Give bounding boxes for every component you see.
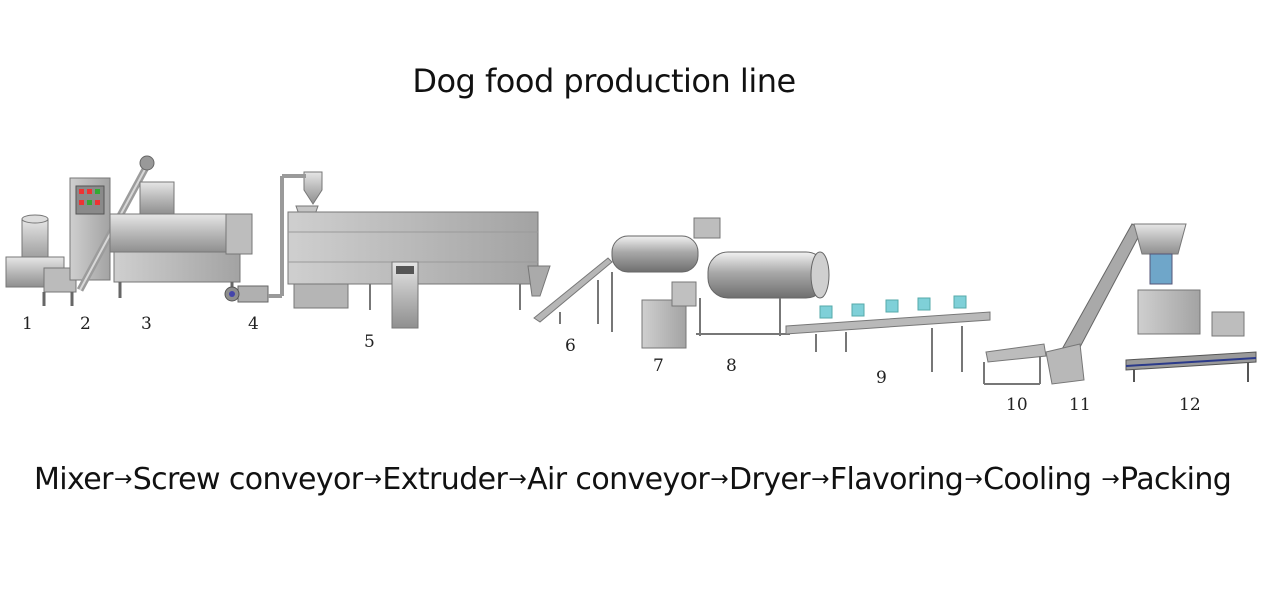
station-number: 1 — [22, 314, 33, 334]
station-number: 4 — [248, 314, 259, 334]
machine-dryer — [282, 171, 551, 329]
machine-vibrating-sieve — [983, 343, 1047, 385]
machine-cooling-conveyor — [785, 295, 991, 372]
arrow-right-icon: → — [363, 467, 382, 492]
station-number: 11 — [1069, 395, 1091, 415]
machine-mixer — [5, 214, 77, 306]
station-number: 2 — [80, 314, 91, 334]
machine-air-conveyor — [224, 176, 284, 303]
flow-step: Screw conveyor — [132, 462, 363, 497]
page-title: Dog food production line — [412, 62, 796, 100]
flow-step: Dryer — [728, 462, 811, 497]
flow-step: Extruder — [382, 462, 508, 497]
station-number: 12 — [1179, 395, 1201, 415]
machine-elevator-conveyor — [533, 257, 613, 324]
machine-flavoring-drum — [611, 235, 830, 336]
arrow-right-icon: → — [710, 467, 728, 492]
station-number: 10 — [1006, 395, 1028, 415]
station-number: 6 — [565, 336, 576, 356]
machine-flavoring — [641, 217, 721, 349]
machine-packing — [1125, 223, 1257, 382]
station-number: 3 — [141, 314, 152, 334]
flow-step: Mixer — [34, 462, 113, 497]
flow-step: Cooling — [983, 462, 1092, 497]
arrow-right-icon: → — [508, 467, 527, 492]
station-number: 9 — [876, 368, 887, 388]
station-number: 5 — [364, 332, 375, 352]
arrow-right-icon: → — [964, 467, 983, 492]
flow-step: Packing — [1120, 462, 1232, 497]
process-flow: Mixer→Screw conveyor→Extruder→Air convey… — [34, 462, 1232, 497]
flow-step: Flavoring — [829, 462, 964, 497]
arrow-right-icon: → — [810, 467, 829, 492]
arrow-right-icon: → — [113, 467, 132, 492]
station-number: 8 — [726, 356, 737, 376]
station-number: 7 — [653, 356, 664, 376]
flow-step: Air conveyor — [527, 462, 710, 497]
machine-extruder — [109, 181, 253, 298]
arrow-right-icon: → — [1101, 467, 1120, 492]
